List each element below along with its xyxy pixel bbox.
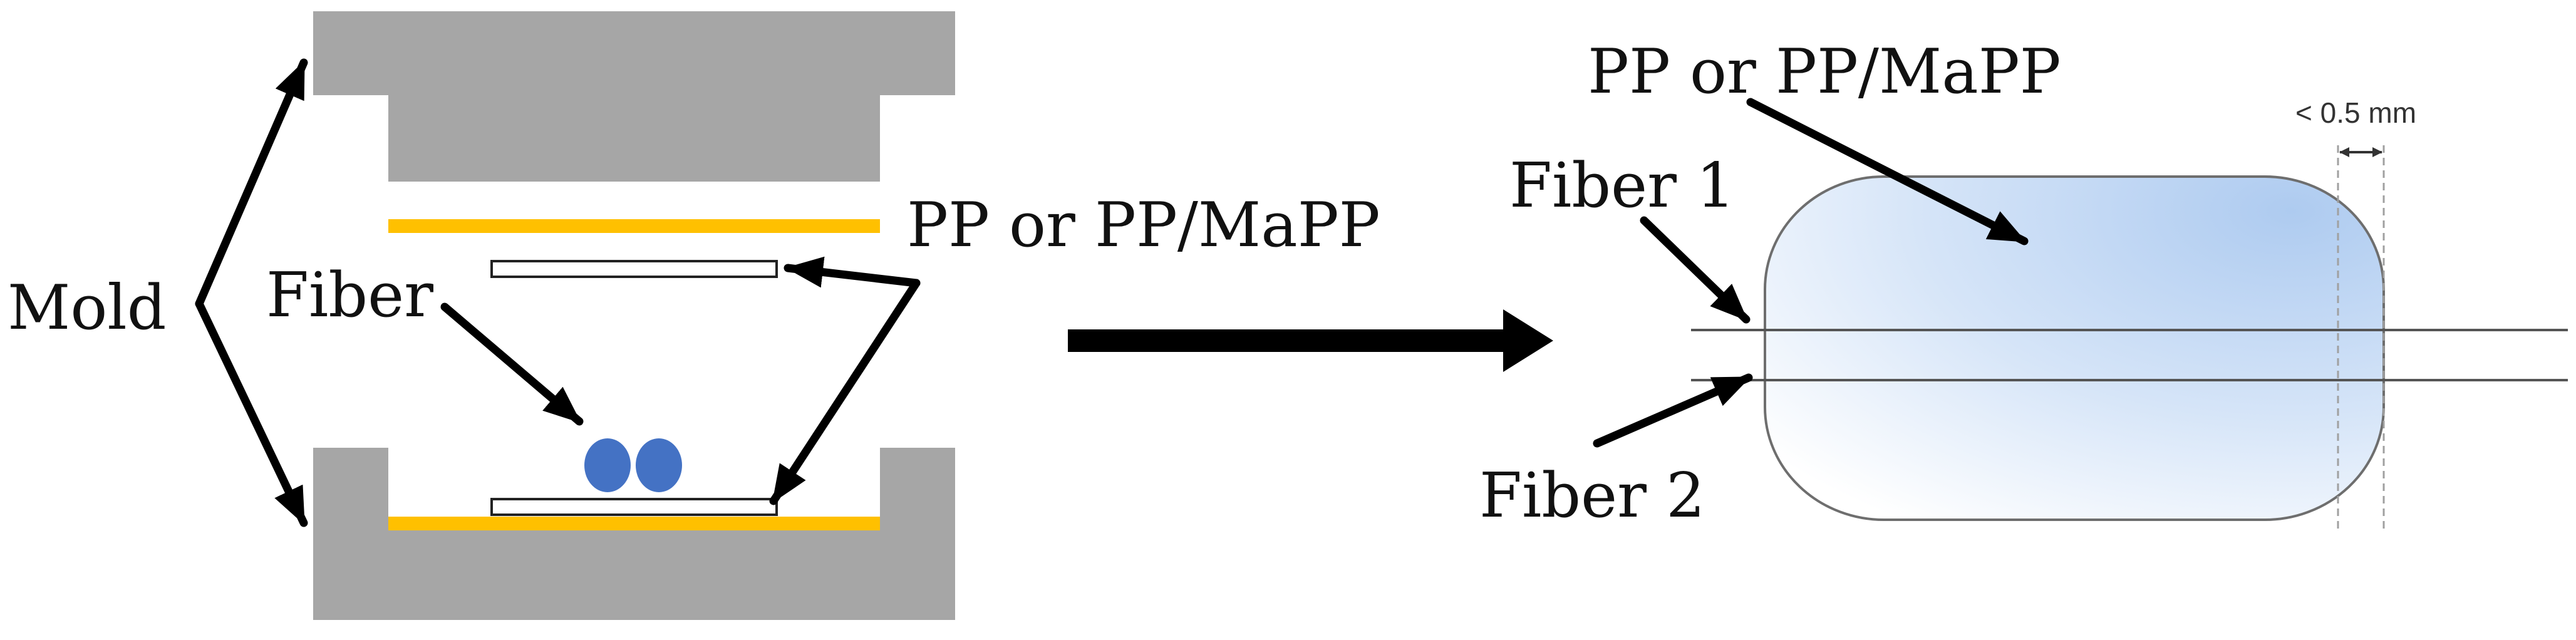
top-polymer-film xyxy=(490,260,778,278)
matrix-label-right: PP or PP/MaPP xyxy=(1588,36,2061,108)
fiber-right xyxy=(636,438,682,492)
fiber-2-label: Fiber 2 xyxy=(1479,460,1705,532)
fiber-left xyxy=(584,438,631,492)
polymer-droplet xyxy=(1764,175,2385,521)
matrix-label-left: PP or PP/MaPP xyxy=(907,190,1380,261)
film-arrow-bottom xyxy=(769,279,921,505)
sample-assembly xyxy=(1691,145,2568,534)
mold-arrow-bottom xyxy=(195,299,308,527)
bottom-mold xyxy=(313,448,955,620)
gap-label: < 0.5 mm xyxy=(2295,96,2416,129)
right-arrows xyxy=(1593,98,2029,448)
left-arrows xyxy=(195,58,921,527)
fiber-1-arrow xyxy=(1640,216,1751,324)
bottom-polymer-film xyxy=(490,498,778,516)
top-mold xyxy=(313,11,955,182)
film-arrow-top xyxy=(784,256,921,288)
mold-assembly xyxy=(313,11,955,620)
process-arrow xyxy=(1068,309,1553,372)
fiber-label: Fiber xyxy=(266,260,433,331)
mold-arrow-top xyxy=(195,58,308,308)
top-heater-strip xyxy=(388,219,880,233)
mold-label: Mold xyxy=(8,272,166,344)
fiber-arrow xyxy=(440,302,584,426)
fiber-2-arrow xyxy=(1593,373,1753,448)
bottom-heater-strip xyxy=(388,517,880,530)
matrix-arrow xyxy=(1746,98,2029,245)
fiber-1-label: Fiber 1 xyxy=(1509,150,1735,222)
